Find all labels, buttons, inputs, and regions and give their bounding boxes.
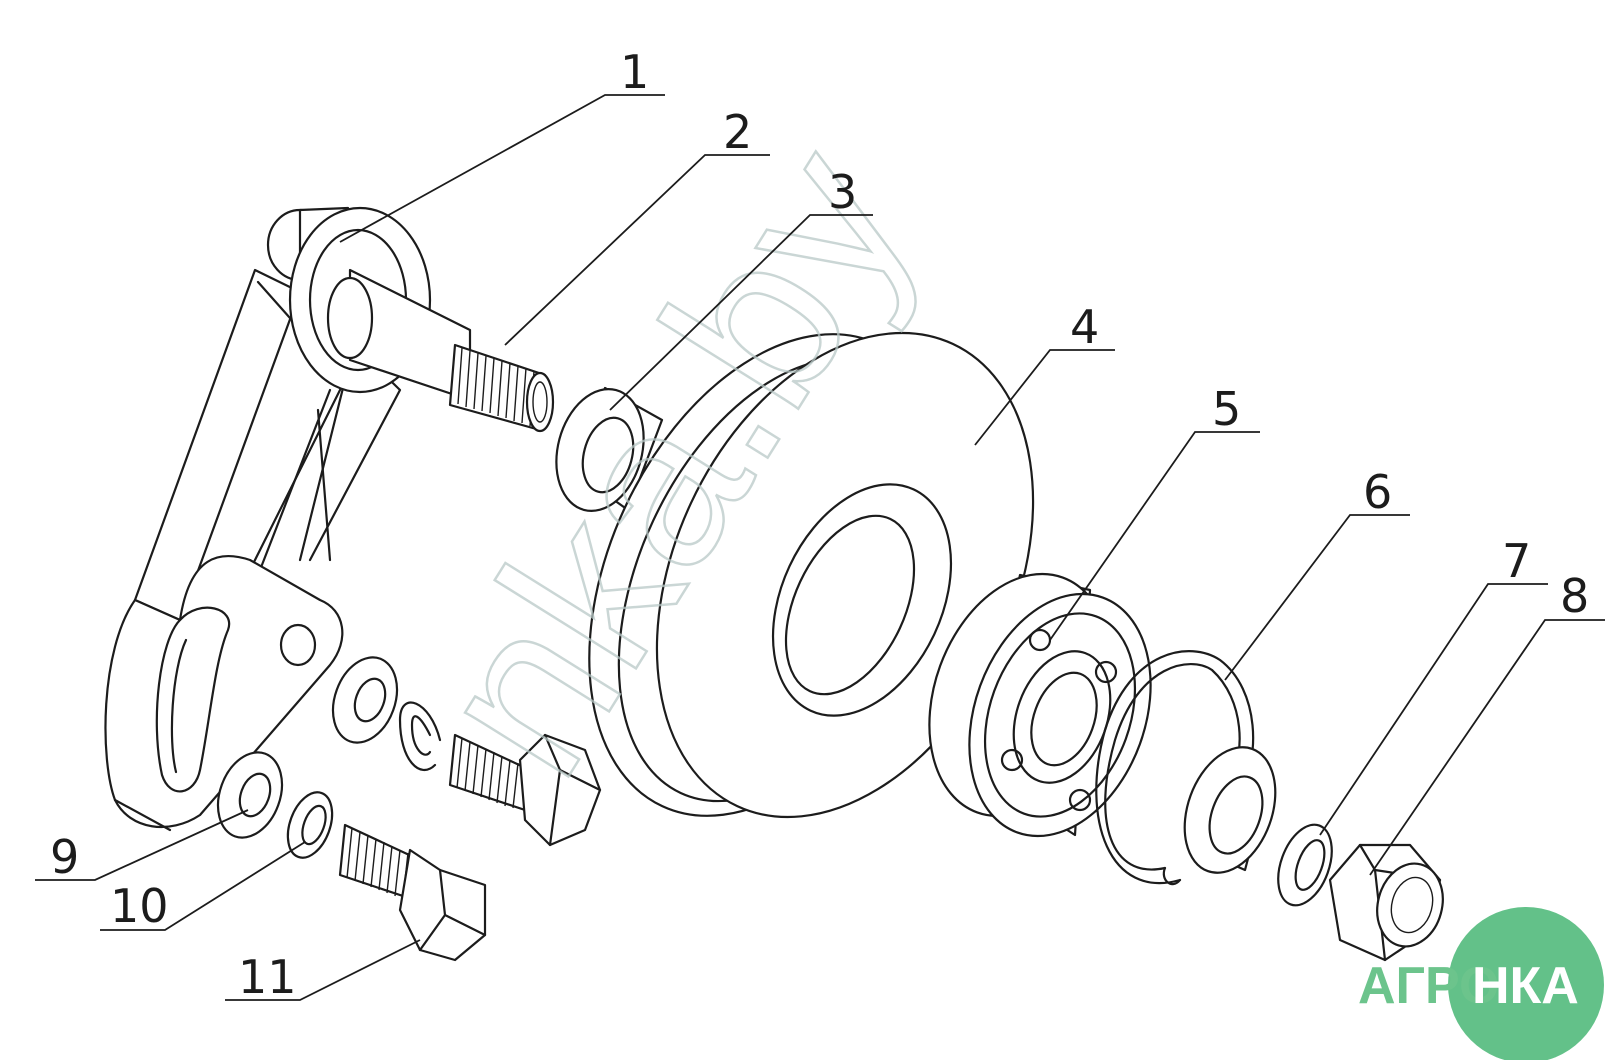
inner-bushing	[1183, 746, 1277, 874]
callout-11: 11	[238, 950, 297, 1004]
logo-text-left: АГРО	[1358, 957, 1499, 1015]
spring-washer-upper	[398, 701, 442, 772]
spring-washer-10	[286, 791, 334, 859]
callout-1: 1	[620, 45, 649, 99]
callout-8: 8	[1560, 569, 1589, 623]
callout-4: 4	[1070, 300, 1099, 354]
callout-10: 10	[110, 879, 169, 933]
callout-2: 2	[723, 105, 752, 159]
tension-arm	[104, 206, 555, 832]
hex-bolt-upper	[448, 733, 602, 847]
logo-circle	[1448, 907, 1604, 1060]
callout-6: 6	[1363, 465, 1392, 519]
flat-washer-upper	[331, 656, 399, 744]
leader-lines	[35, 94, 1605, 1001]
axle-thread	[457, 347, 535, 427]
spring-washer-7	[1277, 823, 1333, 907]
retaining-ring	[1095, 650, 1255, 886]
hex-bolt-11	[338, 823, 487, 962]
callout-7: 7	[1502, 534, 1531, 588]
callout-3: 3	[828, 165, 857, 219]
logo-text-right: НКА	[1472, 957, 1579, 1015]
ball-bearing	[928, 572, 1152, 838]
brand-logo: АГРО НКА	[1358, 907, 1604, 1060]
callout-9: 9	[50, 830, 79, 884]
callout-5: 5	[1212, 382, 1241, 436]
hex-nut	[1328, 843, 1444, 962]
callout-numbers: 1 2 3 4 5 6 7 8 9 10 11	[50, 45, 1589, 1004]
